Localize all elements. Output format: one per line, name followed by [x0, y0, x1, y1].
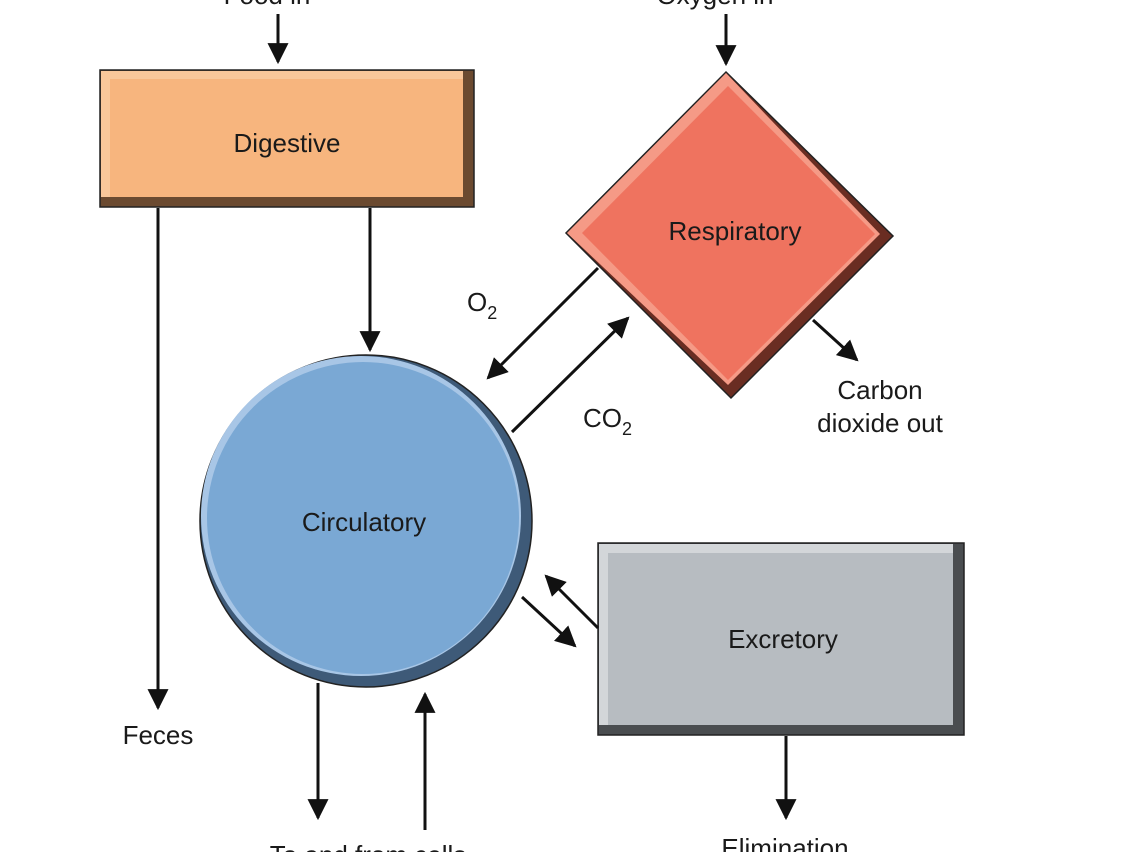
respiratory-diamond: Respiratory — [564, 70, 895, 400]
food-in-label: Food in — [224, 0, 311, 10]
respiratory-label: Respiratory — [669, 216, 802, 246]
digestive-box: Digestive — [99, 69, 475, 208]
o2-label: O2 — [467, 287, 497, 323]
circulatory-label: Circulatory — [302, 507, 426, 537]
excretory-box: Excretory — [597, 542, 965, 736]
carbon-dioxide-out-label-line1: Carbon — [837, 375, 922, 405]
circulatory-circle: Circulatory — [199, 354, 533, 688]
co2-label: CO2 — [583, 403, 632, 439]
carbon-dioxide-out-arrow — [811, 318, 859, 362]
oxygen-in-label: Oxygen in — [656, 0, 773, 10]
feces-label: Feces — [123, 720, 194, 750]
elimination-label: Elimination — [721, 833, 848, 852]
circulatory-to-excretory-arrow — [520, 595, 577, 648]
co2-arrow — [510, 316, 630, 434]
excretory-to-circulatory-arrow — [544, 574, 600, 630]
digestive-label: Digestive — [234, 128, 341, 158]
carbon-dioxide-out-label-line2: dioxide out — [817, 408, 944, 438]
excretory-label: Excretory — [728, 624, 838, 654]
o2-arrow — [486, 266, 600, 380]
to-and-from-cells-label: To and from cells — [270, 840, 467, 852]
